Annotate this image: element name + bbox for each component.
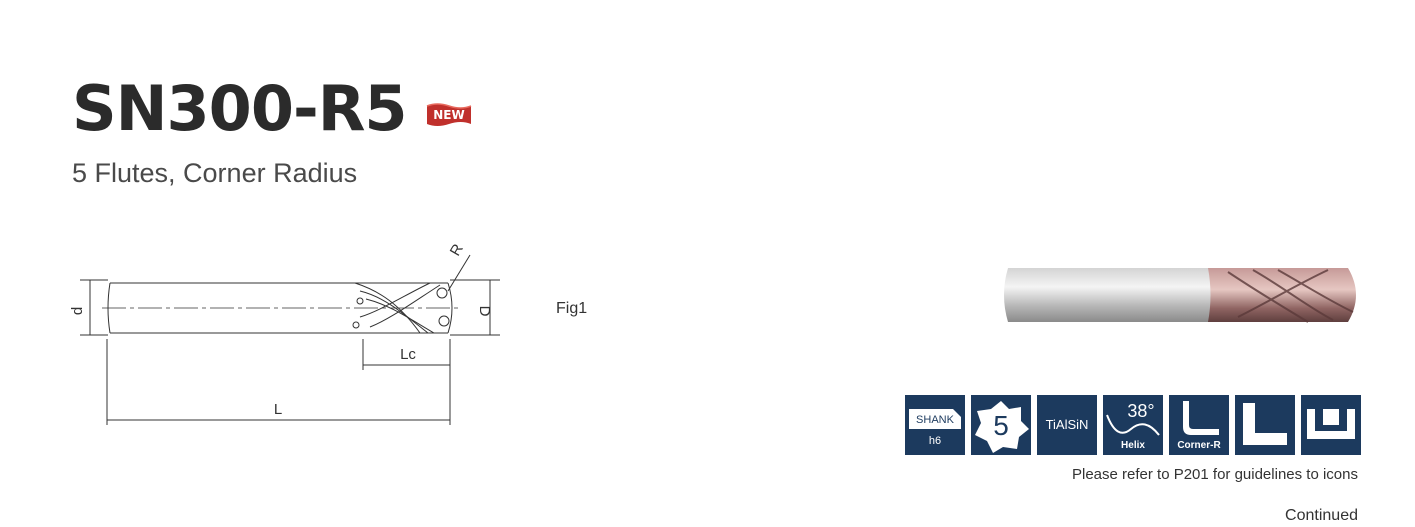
length-long-icon bbox=[1235, 395, 1295, 455]
helix-angle: 38° bbox=[1127, 401, 1154, 421]
new-badge: NEW bbox=[426, 103, 472, 126]
spec-icon-row: SHANK h6 5 TiAlSiN 38° Helix Corner-R bbox=[905, 395, 1361, 455]
helix-icon: 38° Helix bbox=[1103, 395, 1163, 455]
coating-label: TiAlSiN bbox=[1046, 417, 1089, 432]
shank-h6-icon: SHANK h6 bbox=[905, 395, 965, 455]
new-badge-text: NEW bbox=[433, 108, 464, 122]
helix-label: Helix bbox=[1121, 440, 1145, 451]
dim-L-label: L bbox=[274, 401, 282, 418]
corner-radius-icon: Corner-R bbox=[1169, 395, 1229, 455]
icon-guideline-note: Please refer to P201 for guidelines to i… bbox=[1071, 466, 1358, 483]
shank-tol-label: h6 bbox=[929, 435, 941, 447]
dim-D-label: D bbox=[476, 306, 493, 317]
flute-count: 5 bbox=[993, 410, 1009, 441]
continued-label: Continued bbox=[1285, 507, 1358, 524]
coating-icon: TiAlSiN bbox=[1037, 395, 1097, 455]
dim-R-label: R bbox=[447, 241, 467, 259]
dim-d-label: d bbox=[69, 307, 86, 315]
product-title: SN300-R5 bbox=[72, 72, 408, 145]
shank-label: SHANK bbox=[916, 414, 955, 426]
tool-photo bbox=[1004, 268, 1356, 323]
product-subtitle: 5 Flutes, Corner Radius bbox=[72, 158, 358, 188]
figure-label: Fig1 bbox=[556, 300, 588, 317]
corner-label: Corner-R bbox=[1177, 440, 1221, 451]
dim-Lc-label: Lc bbox=[400, 346, 416, 363]
five-flutes-icon: 5 bbox=[971, 395, 1031, 455]
tool-drawing: d D R Lc L bbox=[69, 241, 500, 425]
slot-icon bbox=[1301, 395, 1361, 455]
